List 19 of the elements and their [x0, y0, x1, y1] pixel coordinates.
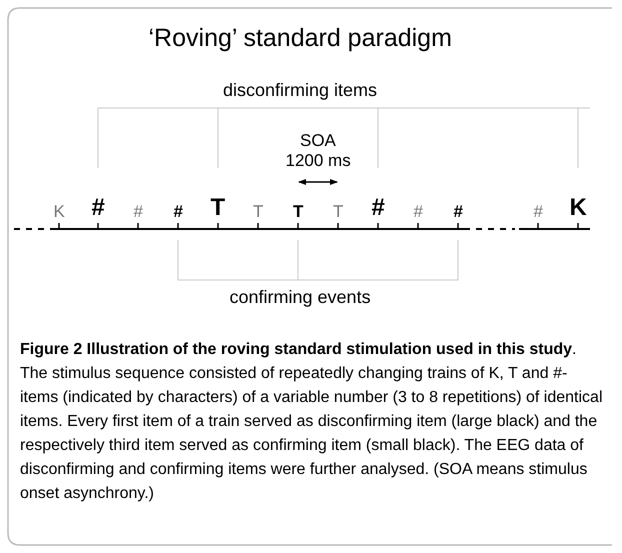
- stimulus-character: #: [372, 194, 385, 222]
- figure-caption: Figure 2 Illustration of the roving standard stimulation used in this study. The stimulus sequence consisted of repeatedly changing trains of K, T and #-items (indicated by characters) of a variable number (3 to 8 repetitions) of identical items. Every first item of a train served as disconfirming item (large black) and the respectively third item served as confirming item (small black). The EEG data of disconfirming and confirming items were further analysed. (SOA means stimulus onset asynchrony.): [20, 340, 604, 504]
- interval-label: SOA: [300, 131, 336, 151]
- stimulus-character: T: [333, 202, 344, 222]
- stimulus-character: #: [414, 202, 423, 222]
- stimulus-character: #: [174, 202, 183, 222]
- stimulus-character: #: [92, 194, 105, 222]
- group-label: disconfirming items: [223, 80, 378, 101]
- group-label: confirming events: [230, 287, 371, 308]
- stimulus-character: K: [570, 194, 587, 222]
- stimulus-character: T: [210, 194, 226, 222]
- stimulus-character: T: [293, 202, 304, 222]
- stimulus-character: K: [54, 202, 65, 222]
- stimulus-character: T: [253, 202, 264, 222]
- diagram-title: ‘Roving’ standard paradigm: [148, 24, 452, 53]
- interval-value: 1200 ms: [286, 151, 351, 171]
- stimulus-character: #: [534, 202, 543, 222]
- stimulus-character: #: [454, 202, 463, 222]
- stimulus-character: #: [134, 202, 143, 222]
